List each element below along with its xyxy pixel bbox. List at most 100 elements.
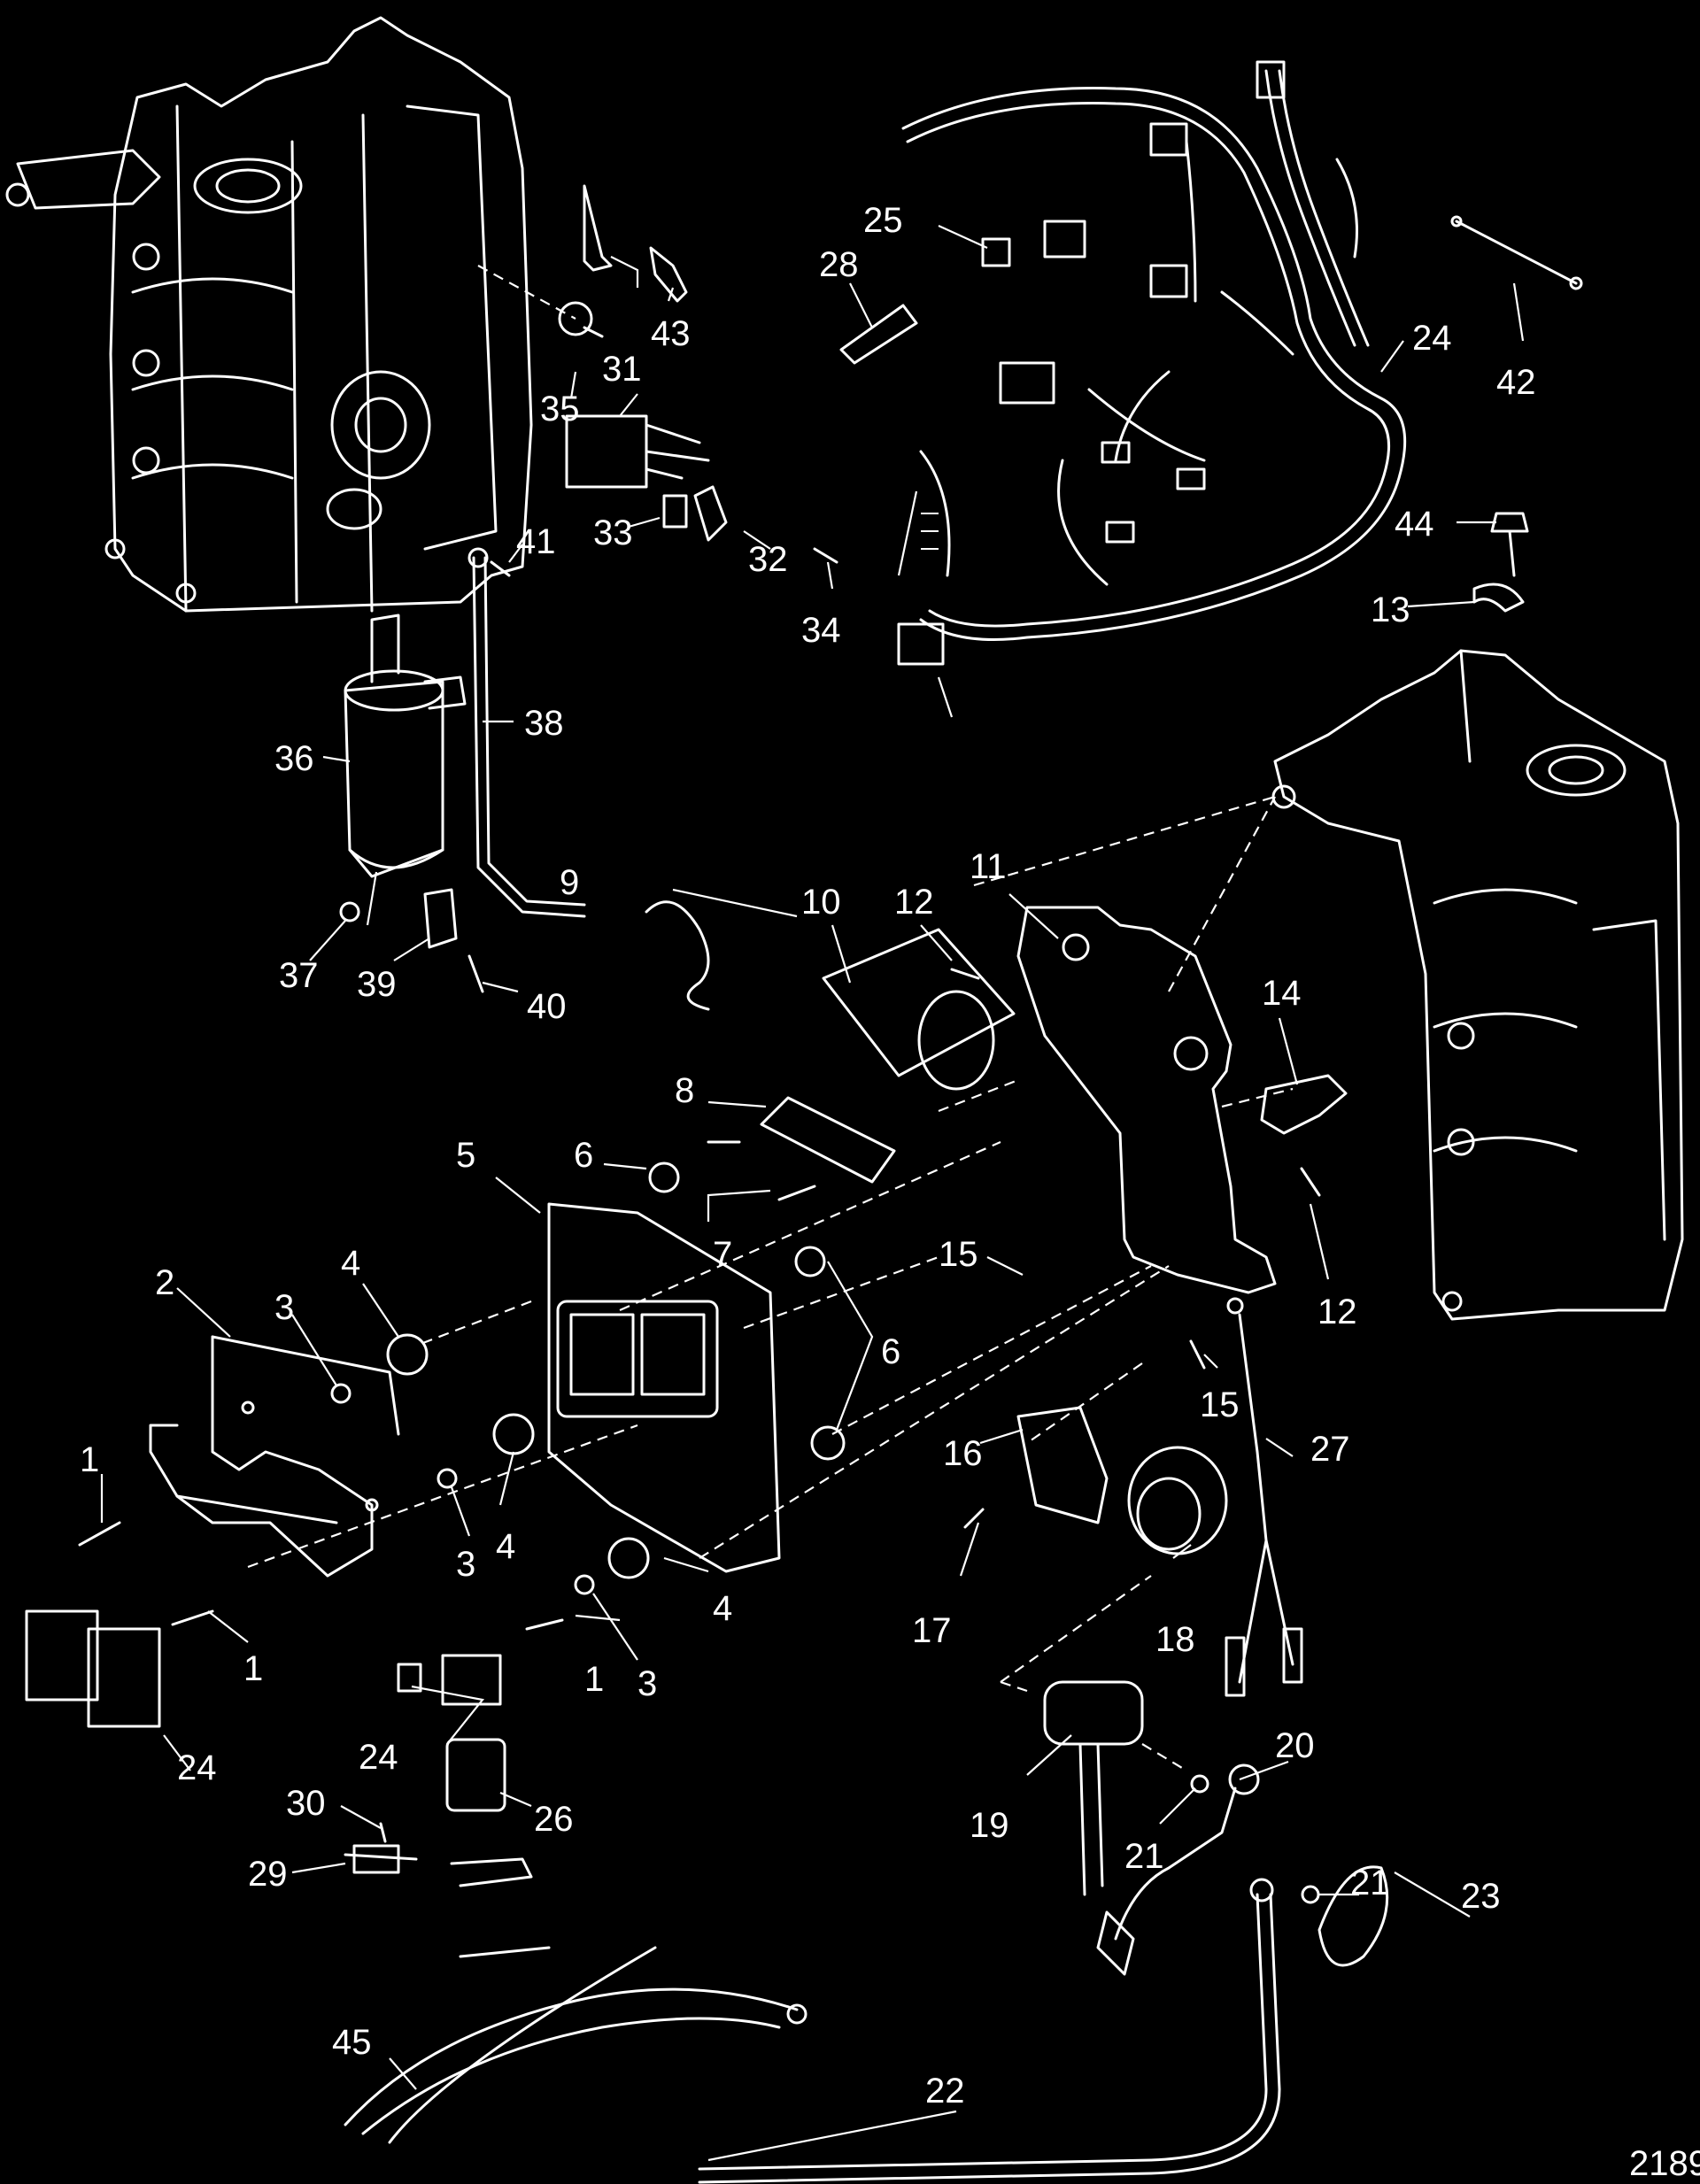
callout-25: 25 bbox=[863, 201, 903, 240]
callout-13: 13 bbox=[1371, 590, 1410, 629]
screw-1 bbox=[78, 1521, 564, 1631]
callout-19: 19 bbox=[970, 1806, 1009, 1845]
callout-12: 12 bbox=[1318, 1293, 1357, 1331]
callout-2: 2 bbox=[155, 1263, 174, 1302]
callout-32: 32 bbox=[748, 540, 788, 579]
callout-3: 3 bbox=[638, 1664, 657, 1703]
callout-3: 3 bbox=[456, 1545, 475, 1584]
callout-36: 36 bbox=[274, 739, 314, 778]
wiring-harness bbox=[897, 60, 1407, 666]
callout-18: 18 bbox=[1155, 1620, 1195, 1659]
callout-11: 11 bbox=[970, 847, 1007, 886]
callout-20: 20 bbox=[1275, 1726, 1315, 1765]
figure-number: 2189 bbox=[1629, 2144, 1700, 2183]
nut-37 bbox=[339, 901, 360, 922]
callout-33: 33 bbox=[593, 513, 633, 552]
callout-1: 1 bbox=[584, 1660, 604, 1699]
connector-28 bbox=[839, 304, 918, 365]
callout-9: 9 bbox=[560, 863, 579, 902]
harness-27 bbox=[1225, 1297, 1303, 1697]
callout-45: 45 bbox=[332, 2023, 372, 2062]
callout-1: 1 bbox=[243, 1649, 263, 1688]
cable-20 bbox=[1096, 1763, 1260, 1976]
cable-22 bbox=[698, 1878, 1281, 2184]
cable-38 bbox=[468, 547, 586, 918]
callout-15: 15 bbox=[939, 1235, 978, 1274]
bracket-2 bbox=[149, 1335, 400, 1578]
callout-39: 39 bbox=[357, 965, 397, 1004]
tee-29 bbox=[344, 1844, 533, 1887]
ecm-module-5 bbox=[547, 1202, 781, 1573]
callout-41: 41 bbox=[516, 522, 556, 561]
callout-labels: 1 1 1 2 3 3 3 4 4 4 5 6 6 7 8 9 10 11 12… bbox=[80, 201, 1700, 2183]
callout-26: 26 bbox=[534, 1800, 574, 1839]
bracket-39 bbox=[423, 888, 458, 949]
screw-34 bbox=[813, 547, 838, 564]
screw-30 bbox=[379, 1822, 387, 1843]
callout-37: 37 bbox=[279, 956, 319, 995]
callout-12: 12 bbox=[894, 883, 934, 922]
callout-4: 4 bbox=[713, 1589, 732, 1628]
callout-16: 16 bbox=[943, 1434, 983, 1473]
callout-5: 5 bbox=[456, 1136, 475, 1175]
engine-block-left bbox=[5, 16, 533, 613]
bracket-32 bbox=[693, 485, 728, 542]
callout-21: 21 bbox=[1350, 1864, 1390, 1902]
screw-12 bbox=[950, 968, 1321, 1197]
connector-24-left bbox=[25, 1609, 161, 1728]
clip-16 bbox=[1016, 1406, 1109, 1524]
screw-17 bbox=[963, 1508, 985, 1529]
nut-21 bbox=[1190, 1774, 1320, 1904]
callout-24: 24 bbox=[359, 1738, 398, 1777]
sealant-tube bbox=[583, 184, 613, 272]
callout-23: 23 bbox=[1461, 1877, 1501, 1916]
callout-22: 22 bbox=[925, 2072, 965, 2111]
callout-24: 24 bbox=[1412, 319, 1452, 358]
callout-15: 15 bbox=[1200, 1385, 1240, 1424]
tube-43 bbox=[649, 246, 688, 303]
connector-26 bbox=[445, 1738, 506, 1812]
relay-33 bbox=[662, 494, 688, 529]
bracket-14 bbox=[1260, 1074, 1348, 1135]
strap-8 bbox=[760, 1096, 896, 1184]
callout-35: 35 bbox=[540, 390, 580, 428]
callout-6: 6 bbox=[881, 1332, 900, 1371]
callout-10: 10 bbox=[801, 883, 841, 922]
callout-30: 30 bbox=[286, 1784, 326, 1823]
tie-strap-42 bbox=[1450, 215, 1583, 290]
callout-4: 4 bbox=[496, 1527, 515, 1566]
callout-3: 3 bbox=[274, 1288, 294, 1327]
screw-7b bbox=[777, 1185, 816, 1201]
callout-8: 8 bbox=[675, 1071, 694, 1110]
callout-40: 40 bbox=[527, 987, 567, 1026]
assembly-lines bbox=[247, 265, 1294, 1771]
callout-1: 1 bbox=[80, 1440, 99, 1479]
starter-motor-36 bbox=[344, 614, 467, 878]
spring-clip-9 bbox=[645, 900, 710, 1011]
callout-42: 42 bbox=[1496, 363, 1536, 402]
bolt-44 bbox=[1490, 512, 1529, 577]
harness-45 bbox=[344, 1946, 808, 2144]
callout-6: 6 bbox=[574, 1136, 593, 1175]
module-31 bbox=[565, 414, 710, 489]
engine-block-right bbox=[1271, 649, 1684, 1321]
grommet-4 bbox=[386, 1333, 650, 1579]
grommet-6 bbox=[648, 1161, 846, 1461]
screw-15b bbox=[1189, 1339, 1206, 1370]
callout-17: 17 bbox=[912, 1611, 952, 1650]
connector-24-center bbox=[397, 1654, 502, 1706]
callout-43: 43 bbox=[651, 314, 691, 353]
callout-21: 21 bbox=[1124, 1837, 1164, 1876]
callout-28: 28 bbox=[819, 245, 859, 284]
screw-40 bbox=[468, 954, 484, 993]
callout-4: 4 bbox=[341, 1244, 360, 1283]
fuse-25 bbox=[981, 237, 1011, 267]
callout-24: 24 bbox=[177, 1748, 217, 1787]
leader-lines bbox=[100, 224, 1525, 2162]
screw-41 bbox=[490, 560, 511, 577]
callout-29: 29 bbox=[248, 1855, 288, 1894]
callout-27: 27 bbox=[1310, 1430, 1350, 1469]
solenoid-19 bbox=[1043, 1680, 1144, 1896]
sensor-18 bbox=[1127, 1446, 1228, 1555]
